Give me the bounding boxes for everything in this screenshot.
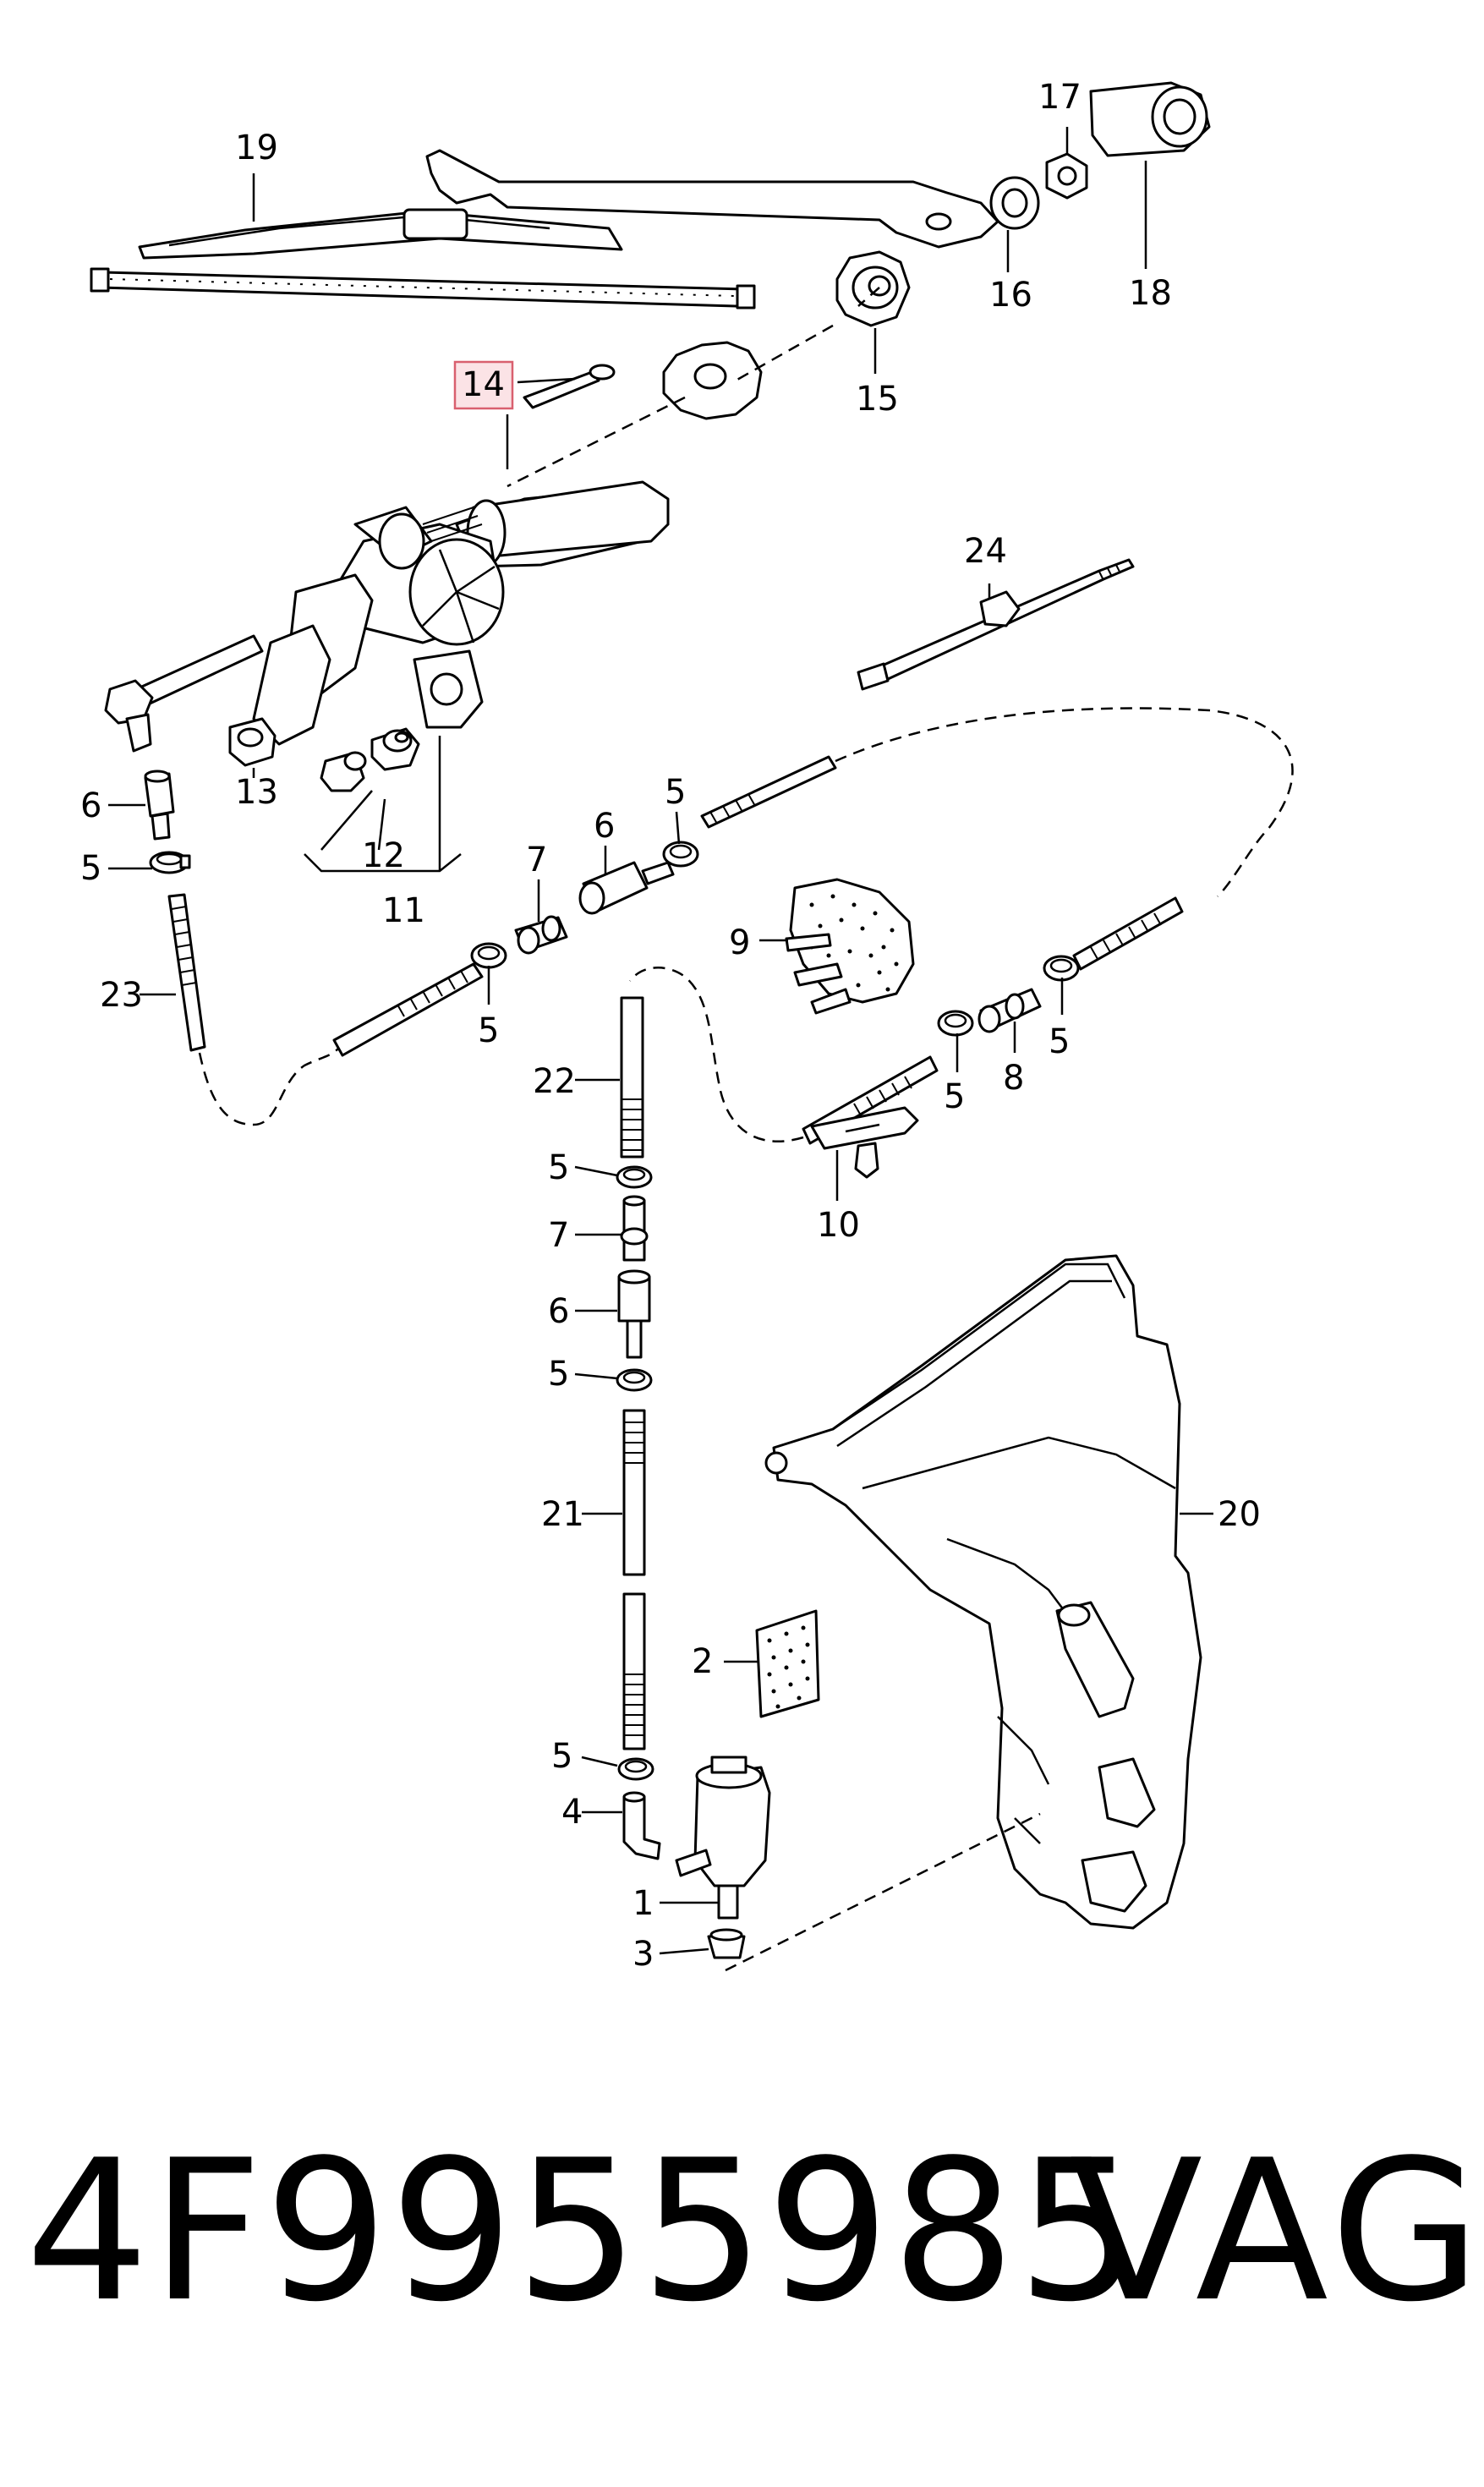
callout-22: 22 xyxy=(533,1062,576,1101)
callout-6-left: 6 xyxy=(80,786,101,825)
callout-5-stack-3: 5 xyxy=(551,1737,572,1776)
connector-7b xyxy=(620,1195,649,1262)
seal xyxy=(662,341,763,420)
connector-8 xyxy=(977,988,1042,1033)
leader-lines xyxy=(108,127,1213,1955)
callout-19: 19 xyxy=(235,129,278,167)
hose-middle xyxy=(332,707,1294,1057)
parts-diagram: 19 17 18 16 15 14 24 13 12 11 6 5 23 5 7… xyxy=(80,78,1294,1974)
callout-13: 13 xyxy=(235,773,278,812)
washer-reservoir xyxy=(764,1254,1202,1930)
callout-11: 11 xyxy=(382,891,425,930)
callout-5-right: 5 xyxy=(1049,1022,1070,1061)
callout-7-upper: 7 xyxy=(526,841,547,879)
callout-5-stack-2: 5 xyxy=(548,1355,569,1394)
wiper-arm xyxy=(425,149,1040,249)
nut xyxy=(1045,152,1088,200)
hose-clamp-5a xyxy=(149,851,191,874)
callout-6-stack: 6 xyxy=(548,1292,569,1331)
callout-5-mid-low: 5 xyxy=(478,1011,499,1050)
grommet xyxy=(835,250,911,327)
hose-21 xyxy=(622,1409,646,1750)
callout-15: 15 xyxy=(856,380,899,419)
callout-24: 24 xyxy=(964,532,1007,571)
callout-5-left: 5 xyxy=(80,849,101,888)
callout-23: 23 xyxy=(100,976,143,1015)
callout-5-right-low: 5 xyxy=(944,1077,965,1116)
callout-16: 16 xyxy=(989,276,1032,315)
hose-clamp-5h xyxy=(617,1757,654,1781)
callout-2: 2 xyxy=(692,1642,713,1681)
brand-label: VAG xyxy=(1070,2119,1484,2345)
connector-7a xyxy=(514,915,568,955)
assembly-lines xyxy=(507,287,880,488)
hose-clamp-5f xyxy=(616,1165,653,1189)
callout-5-mid-top: 5 xyxy=(665,773,686,812)
bushings-12 xyxy=(320,727,420,792)
pin xyxy=(523,364,616,409)
elbow-4 xyxy=(622,1791,661,1860)
callout-8: 8 xyxy=(1003,1059,1024,1098)
callout-12: 12 xyxy=(362,836,405,875)
washer-pump xyxy=(675,1756,771,1920)
callout-14: 14 xyxy=(462,365,505,404)
hose-22 xyxy=(620,996,644,1159)
bushing-13 xyxy=(228,717,277,767)
callout-labels: 19 17 18 16 15 14 24 13 12 11 6 5 23 5 7… xyxy=(80,78,1261,1974)
callout-21: 21 xyxy=(541,1495,584,1534)
hose-clamp-5e xyxy=(937,1010,974,1037)
hose-clamp-5g xyxy=(616,1368,653,1392)
callout-9: 9 xyxy=(729,923,750,962)
cable-tie-24 xyxy=(857,558,1135,691)
hose-23 xyxy=(167,893,339,1126)
connector-6c xyxy=(617,1269,651,1359)
callout-3: 3 xyxy=(632,1935,654,1974)
hose-pump-to-reservoir xyxy=(725,1812,1041,1972)
callout-1: 1 xyxy=(632,1884,654,1923)
highlight-box xyxy=(453,360,514,410)
foam-pad-2 xyxy=(755,1609,820,1718)
hose-clamp-5b xyxy=(470,942,507,969)
valve-9 xyxy=(785,878,915,1015)
wiper-blade xyxy=(90,208,756,310)
hose-connector-6a xyxy=(144,770,175,841)
callout-18: 18 xyxy=(1129,274,1172,313)
hose-clamp-5c xyxy=(662,841,699,868)
part-number: 4F9955985 xyxy=(25,2119,1142,2345)
hose-clamp-5d xyxy=(1043,955,1080,982)
callout-10: 10 xyxy=(817,1206,860,1245)
callout-20: 20 xyxy=(1218,1495,1261,1534)
callout-6-mid: 6 xyxy=(594,807,615,846)
callout-5-stack-1: 5 xyxy=(548,1148,569,1187)
wiper-motor xyxy=(104,480,670,753)
callout-7-stack: 7 xyxy=(548,1216,569,1255)
arm-cap xyxy=(1089,81,1211,157)
callout-17: 17 xyxy=(1038,78,1082,117)
connector-6b xyxy=(578,861,675,915)
callout-4: 4 xyxy=(561,1793,583,1832)
clip-10 xyxy=(810,1106,919,1179)
pump-grommet-3 xyxy=(707,1928,746,1959)
